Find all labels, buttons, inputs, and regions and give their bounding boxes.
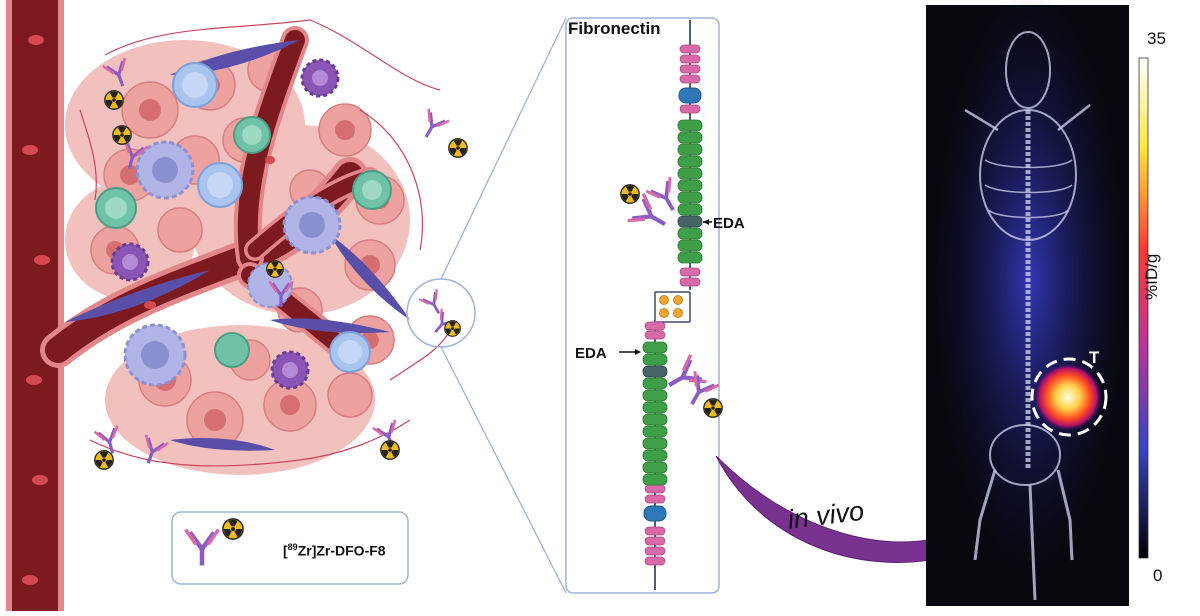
- tumor-cell-nuclei: [106, 75, 389, 431]
- fibroblasts: [65, 40, 410, 451]
- tumor-label: T: [1089, 348, 1100, 367]
- fibronectin-lower-chain: [619, 321, 668, 566]
- pet-ct-image: [926, 0, 1129, 606]
- zoom-region: [406, 17, 567, 594]
- eda-label-upper: EDA: [713, 215, 745, 232]
- eda-domain-upper: [677, 215, 703, 228]
- mouse-skeleton: [964, 31, 1091, 601]
- legend-compound-label: [89Zr]Zr-DFO-F8: [283, 542, 386, 559]
- compound-suffix: Zr-DFO-F8: [316, 542, 386, 559]
- colorbar-max-label: 35: [1147, 29, 1166, 48]
- tumor-signal: [1034, 363, 1102, 431]
- macrophages: [123, 140, 342, 387]
- eda-domain-lower: [642, 365, 668, 378]
- dendritic-cells: [110, 58, 340, 390]
- colorbar-unit-label: %ID/g: [1142, 253, 1161, 300]
- eda-label-lower: EDA: [575, 345, 607, 362]
- red-blood-cells: [22, 35, 275, 585]
- fibronectin-label: Fibronectin: [568, 19, 661, 38]
- fibronectin-panel: [565, 17, 723, 594]
- isotope-mass: 89: [287, 542, 298, 552]
- isotope-symbol: Zr: [297, 542, 312, 559]
- extracellular-fibers: [79, 19, 451, 467]
- tumor-microenvironment: [6, 0, 567, 611]
- fibronectin-upper-chain: [677, 44, 712, 287]
- tumor-circle: [1030, 357, 1108, 437]
- colorbar: [1138, 57, 1149, 559]
- lymphocytes: [95, 62, 392, 373]
- colorbar-min-label: 0: [1153, 566, 1163, 585]
- legend-box: [171, 511, 409, 585]
- radioactive-icon: [222, 518, 244, 540]
